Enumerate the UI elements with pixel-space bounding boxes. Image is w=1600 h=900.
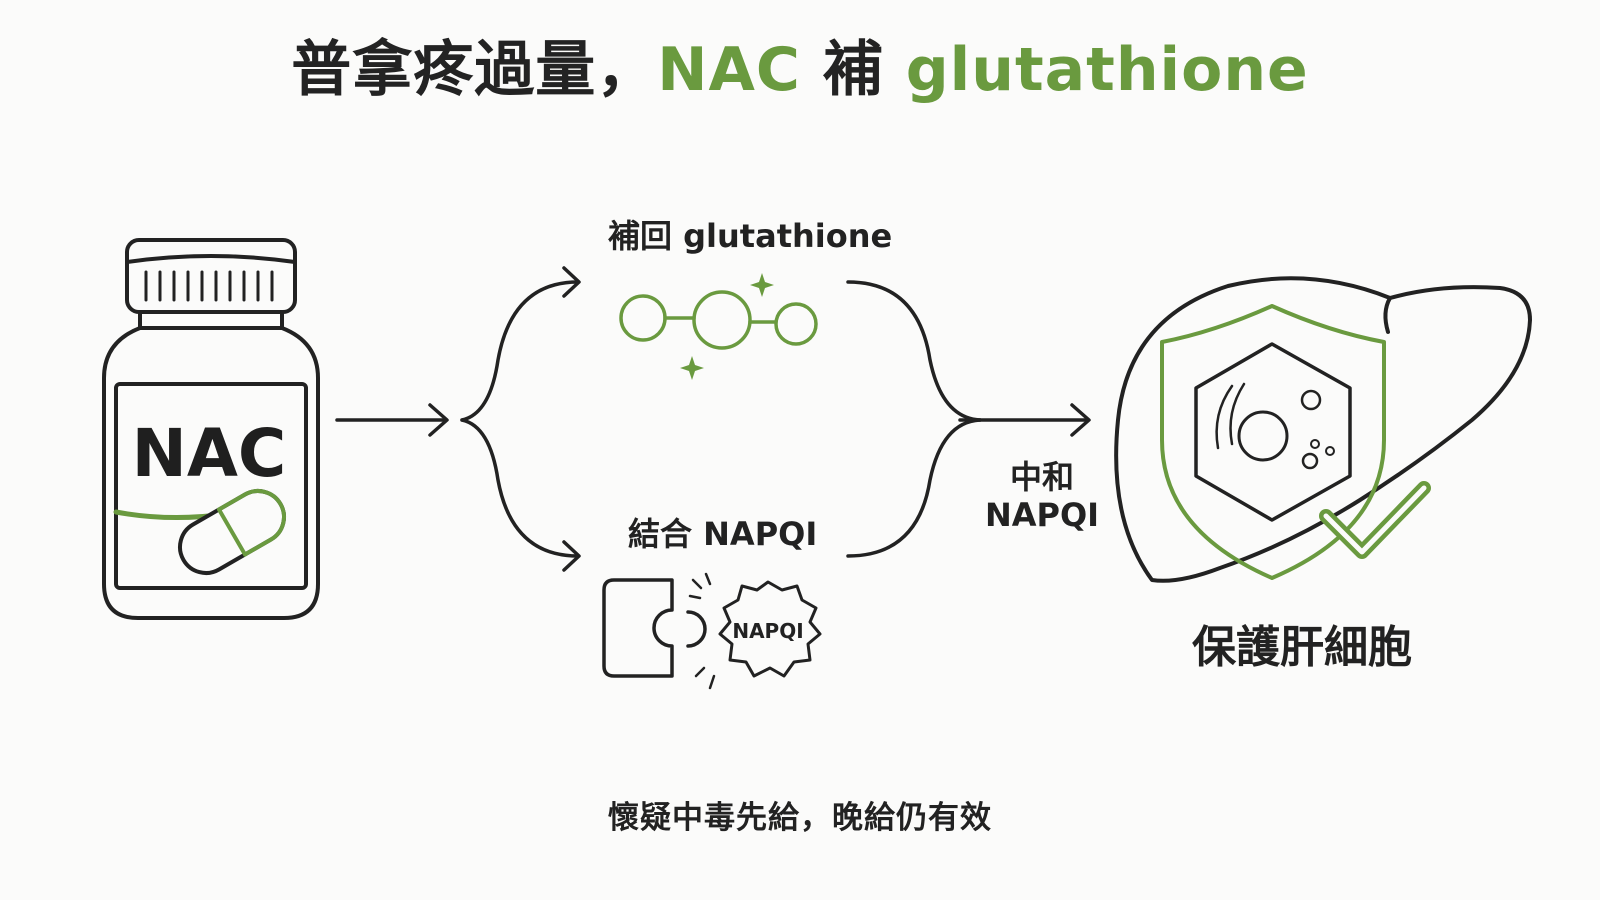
branch-label-bind-napqi: 結合 NAPQI — [628, 515, 818, 553]
merge-branches — [846, 280, 1091, 558]
nac-bottle-icon — [102, 238, 320, 620]
reaction-burst-lines — [688, 572, 716, 690]
branch-label-restore-glutathione: 補回 glutathione — [608, 217, 893, 255]
neutralize-label: 中和 NAPQI — [982, 458, 1102, 534]
bottle-label: NAC — [132, 415, 287, 492]
neutralize-label-line-1: 中和 — [1009, 458, 1074, 496]
title-part-1: 普拿疼過量， — [291, 35, 658, 105]
checkmark-icon — [1319, 481, 1431, 559]
split-branches — [460, 266, 581, 572]
napqi-toxin-label: NAPQI — [732, 619, 803, 643]
shield-icon — [1160, 304, 1386, 580]
outcome-label: 保護肝細胞 — [1192, 622, 1412, 673]
title-part-3: 補 — [800, 35, 906, 105]
glutathione-molecule-icon — [619, 290, 818, 350]
title-part-glutathione: glutathione — [905, 35, 1309, 105]
napqi-toxin-icon — [718, 580, 822, 678]
puzzle-binding-icon — [602, 578, 707, 678]
sparkle-icon — [680, 273, 774, 380]
page-title: 普拿疼過量，NAC 補 glutathione — [0, 30, 1600, 110]
title-part-nac: NAC — [657, 35, 801, 105]
footer-note: 懷疑中毒先給，晚給仍有效 — [608, 800, 992, 836]
neutralize-label-line-2: NAPQI — [984, 496, 1100, 534]
liver-cell-icon — [1194, 342, 1352, 522]
arrow-bottle-to-split — [335, 403, 449, 437]
liver-icon — [1114, 276, 1532, 583]
